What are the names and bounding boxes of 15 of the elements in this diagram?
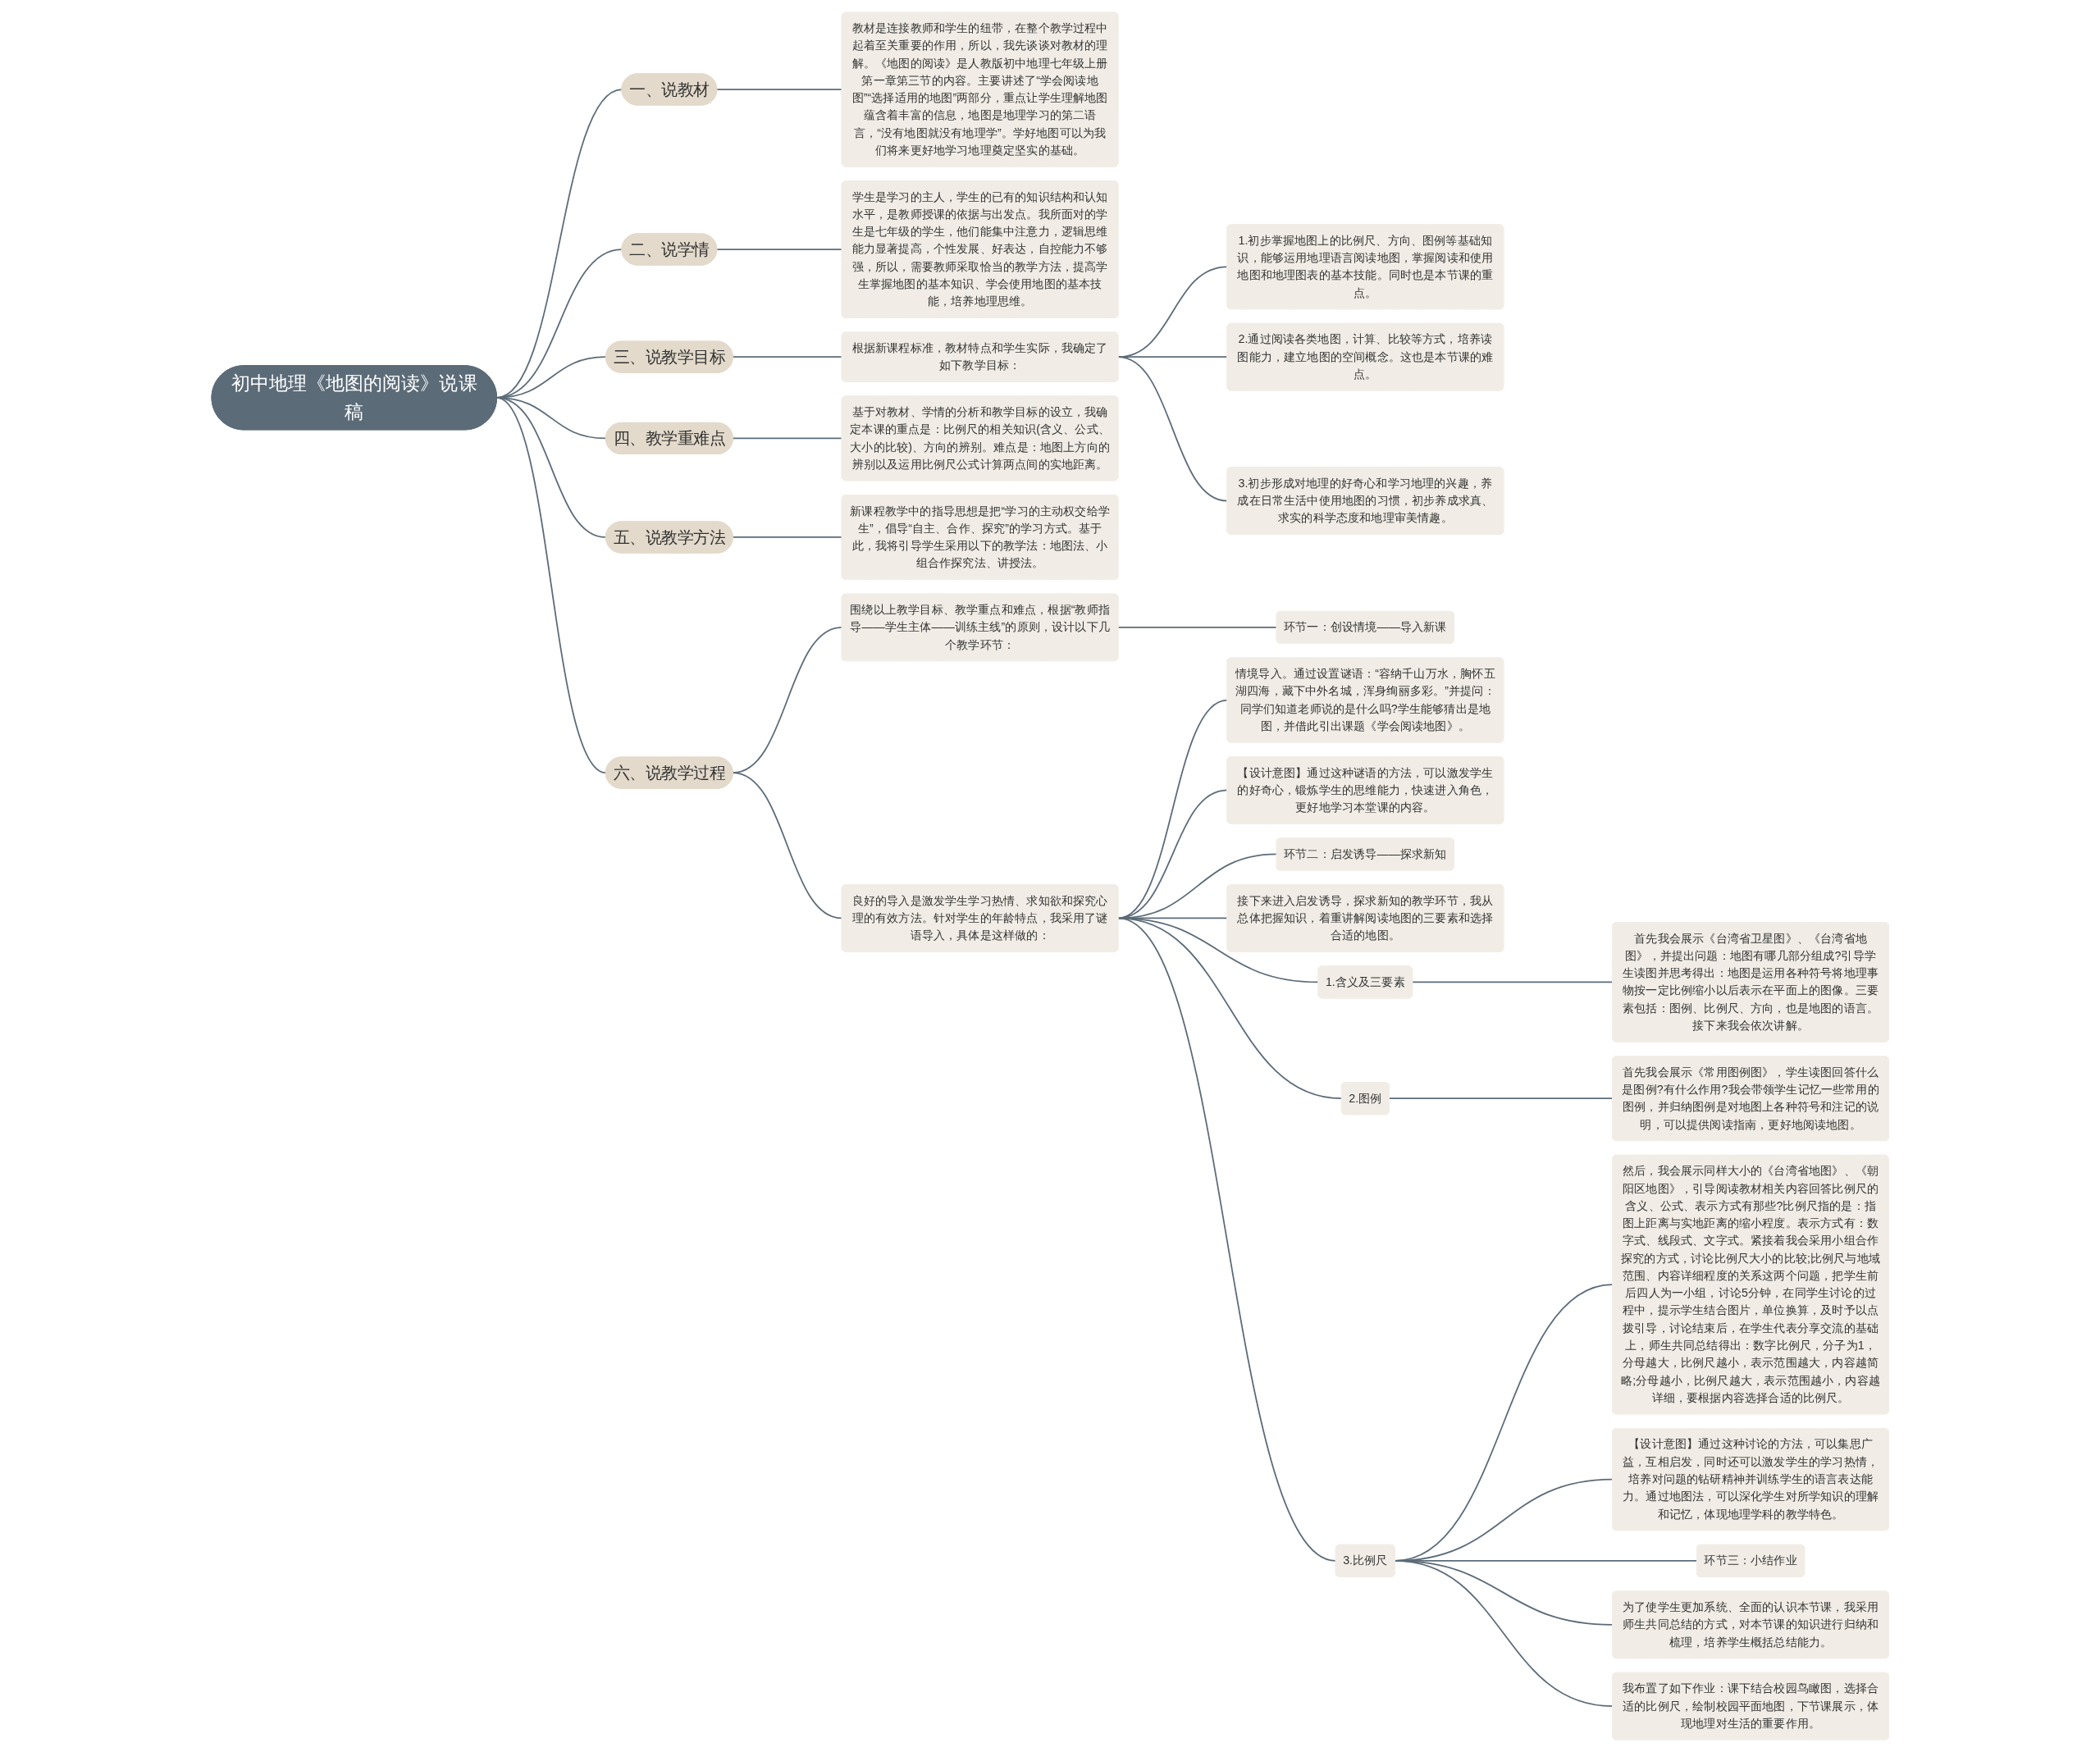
connector <box>495 396 607 774</box>
mind-map: 初中地理《地图的阅读》说课稿 一、说教材 教材是连接教师和学生的纽带，在整个教学过程中起着至关重要的作用，所以，我先谈谈对教材的理解。《地图的阅读》是人教版初中地理七年级上册第一章第三节的内容。主要讲述了“学会阅读地图”“选择适用的地图”两部分，重点让学生理解地图蕴含着丰富的信息，地图是地理学习的第二语言，“没有地图就没有地理学”。学好地图可以为我们将来更好地学习地理奠定坚实的基础。 二、说学情 学生是学习的主人，学生的已有的知识结构和认知水平，是教师授课的依据与出发点。我所面对的学生是七年级的学生，他们能集中注意力，逻辑思维能力显著提高，个性发展、好表达，自控能力不够强，所以，需要教师采取恰当的教学方法，提高学生掌握地图的基本知识、学会使用地图的基本技能，培养地理思维。 三、说教学目标 根据新课程标准，教材特点和学生实际，我确定了如下教学目标： 1.初步掌握地图上的比例尺、方向、图例等基础知识，能够运用地理语言阅读地图，掌握阅读和使用地图和地理图表的基本技能。同时也是本节课的重点。 2.通过阅读各类地图，计算、比较等方式，培养读图能力，建立地图的空间概念。这也是本节课的难点。 3.初步形成对地理的好奇心和学习地理的兴趣，养成在日常生活中使用地图的习惯，初步养成求真、求实的科学态度和地理审美情趣。 四、教学重难点 基于对教材、学情的分析和教学目标的设立，我确定本课的重点是：比例尺的相关知识(含义、公式、大小的比较)、方向的辨别。难点是：地图上方向的辨别以及运用比例尺公式计算两点间的实地距离。 五、说教学方法 新课程教学中的指导思想是把“学习的主动权交给学生”，倡导“自主、合作、探究”的学习方式。基于此，我将引导学生采用以下的教学法：地图法、小组合作探究法、讲授法。 六、说教学过程 围绕以上教学目标、教学重点和难点，根据“教师指导——学生主体——训练主线”的原则，设计以下几个教学环节： 环节一：创设情境——导入新课 良好的导入是激发学生学习热情、求知欲和探究心理的有效方法。针对学生的年龄特点，我采用了谜语导入，具体是这样做的： 情境导入。通过设置谜语：“容纳千山万水，胸怀五湖四海，藏下中外名城，浑身绚丽多彩。”并提问：同学们知道老师说的是什么吗?学生能够猜出是地图，并借此引出课题《学会阅读地图》。 【设计意图】通过这种谜语的方法，可以激发学生的好奇心，锻炼学生的思维能力，快速进入角色，更好地学习本堂课的内容。 环节二：启发诱导——探求新知 接下来进入启发诱导，探求新知的教学环节，我从总体把握知识，着重讲解阅读地图的三要素和选择合适的地图。 1.含义及三要素 首先我会展示《台湾省卫星图》、《台湾省地图》，并提出问题：地图有哪几部分组成?引导学生读图并思考得出：地图是运用各种符号将地理事物按一定比例缩小以后表示在平面上的图像。三要素包括：图例、比例尺、方向，也是地图的语言。接下来我会依次讲解。 2.图例 首先我会展示《常用图例图》，学生读图回答什么是图例?有什么作用?我会带领学生记忆一些常用的图例，并归纳图例是对地图上各种符号和注记的说明，可以提供阅读指南，更好地阅读地图。 3.比例尺 然后，我会展示同样大小的《台湾省地图》、《朝阳区地图》，引导阅读教材相关内容回答比例尺的含义、公式、表示方式有那些?比例尺指的是：指图上距离与实地距离的缩小程度。表示方式有：数字式、线段式、文字式。紧接着我会采用小组合作探究的方式，讨论比例尺大小的比较;比例尺与地域范围、内容详细程度的关系这两个问题，把学生前后四人为一小组，讨论5分钟，在同学生讨论的过程中，提示学生结合图片，单位换算，及时予以点拨引导，讨论结束后，在学生代表分享交流的基础上，师生共同总结得出：数字比例尺，分子为1，分母越大，比例尺越小，表示范围越大，内容越简略;分母越小，比例尺越大，表示范围越小，内容越详细，要根据内容选择合适的比例尺。 【设计意图】通过这种讨论的方法，可以集思广益，互相启发，同时还可以激发学生的学习热情，培养对问题的钻研精神并训练学生的语言表达能力。通过地图法，可以深化学生对所学知识的理解和记忆，体现地理学科的教学特色。 环节三：小结作业 为了使学生更加系统、全面的认识本节课，我采用师生共同总结的方式，对本节课的知识进行归纳和梳理，培养学生概括总结能力。 我布置了如下作业：课下结合校园鸟瞰图，选择合适的比例尺，绘制校园平面地图，下节课展示，体现地理对生活的重要作用。 <box>205 7 1895 1745</box>
connector <box>732 536 842 538</box>
connector <box>1116 627 1277 628</box>
connector <box>715 89 842 90</box>
connector <box>1411 981 1614 983</box>
connector <box>1116 853 1277 919</box>
connector <box>732 437 842 440</box>
connector <box>1394 1560 1614 1707</box>
connector <box>1116 356 1228 502</box>
connector <box>1388 1097 1614 1100</box>
connector <box>715 249 842 250</box>
connector <box>732 356 842 358</box>
connector <box>1116 917 1336 1562</box>
connector <box>732 772 842 919</box>
